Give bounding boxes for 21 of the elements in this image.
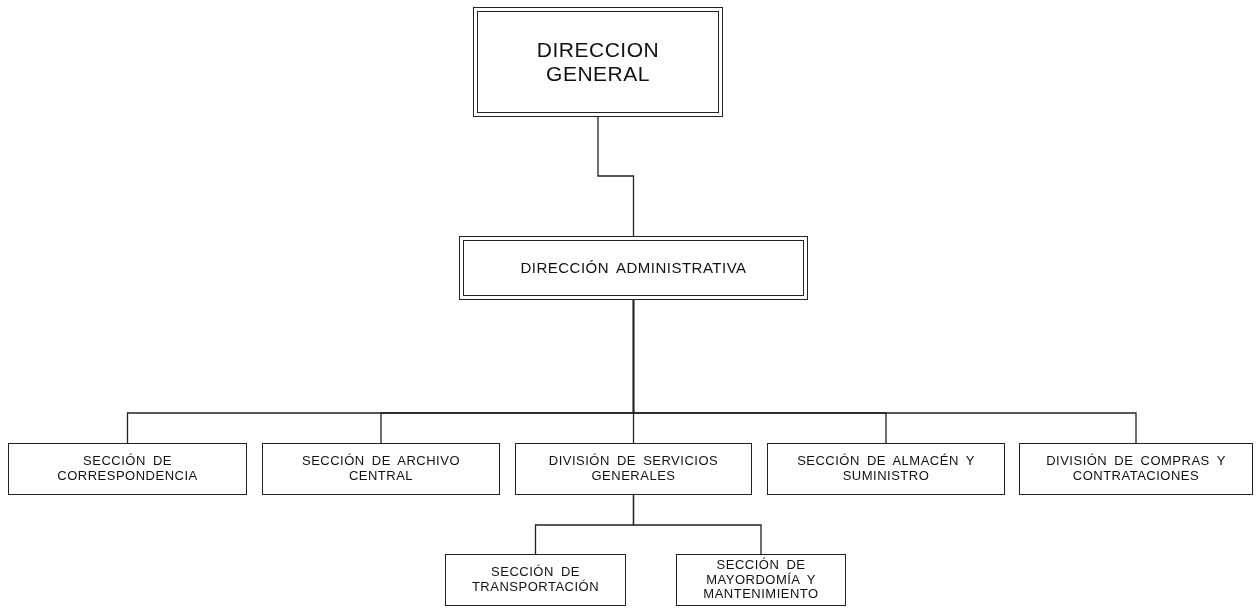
unit-name: SECCIÓN DE TRANSPORTACIÓN	[470, 565, 601, 595]
unit-name: SECCIÓN DE ARCHIVO CENTRAL	[301, 454, 461, 484]
org-unit-box	[676, 554, 846, 606]
connector-line	[632, 494, 762, 555]
org-unit-box	[445, 554, 626, 606]
org-unit-box	[8, 443, 247, 495]
unit-name: SECCIÓN DE MAYORDOMÍA Y MANTENIMIENTO	[702, 557, 820, 603]
unit-name: DIVISIÓN DE COMPRAS Y CONTRATACIONES	[1045, 454, 1227, 484]
connector-line	[597, 116, 635, 237]
org-unit-box	[515, 443, 752, 495]
double-border-box	[459, 236, 808, 300]
unit-name: SECCIÓN DE CORRESPONDENCIA	[56, 454, 199, 484]
double-border-box	[473, 7, 723, 117]
org-unit-box	[262, 443, 500, 495]
unit-name: SECCIÓN DE ALMACÉN Y SUMINISTRO	[796, 454, 976, 484]
connector-line	[632, 299, 1137, 444]
unit-name: DIRECCION GENERAL	[535, 37, 661, 87]
unit-name: DIRECCIÓN ADMINISTRATIVA	[520, 259, 747, 277]
org-unit-box	[767, 443, 1005, 495]
org-unit-box	[1019, 443, 1253, 495]
unit-name: DIVISIÓN DE SERVICIOS GENERALES	[547, 454, 720, 484]
